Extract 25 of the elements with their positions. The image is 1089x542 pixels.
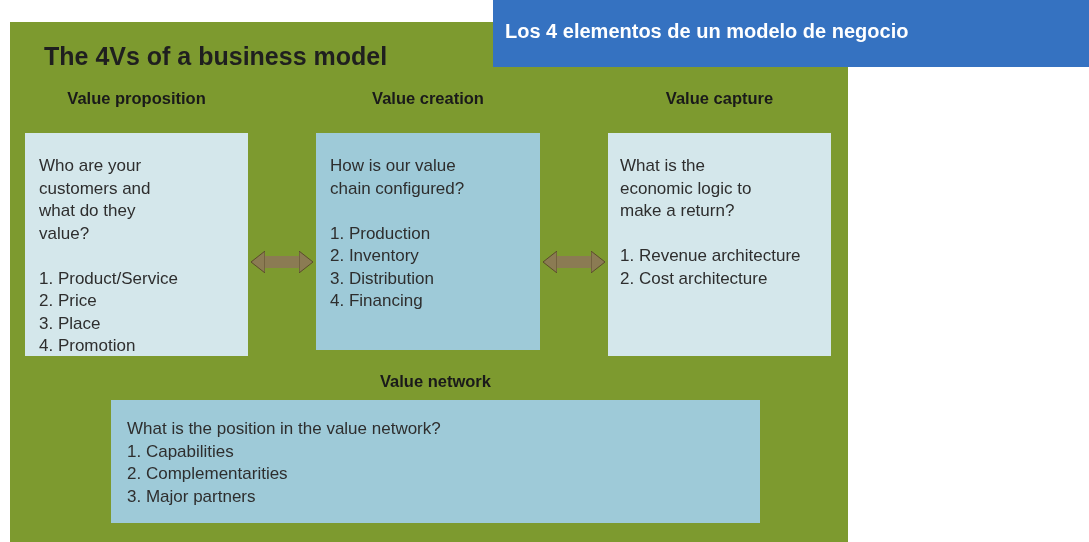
- list-item: 2. Complementarities: [127, 463, 289, 485]
- list-item: 1. Product/Service: [39, 267, 179, 290]
- question-text: What is the position in the value network?: [127, 418, 442, 440]
- list-item: 3. Place: [39, 312, 102, 335]
- list-item: 4. Promotion: [39, 335, 137, 357]
- section-heading: Value capture: [664, 88, 775, 109]
- list-item: 3. Distribution: [330, 267, 435, 290]
- list-item: 2. Inventory: [330, 245, 420, 267]
- section-heading: Value network: [379, 371, 492, 392]
- list-item: 3. Major partners: [127, 485, 257, 508]
- double-arrow: [250, 250, 314, 274]
- list-item: 1. Production: [330, 222, 432, 245]
- question-text: What is the economic logic to make a return?: [620, 155, 753, 222]
- section-heading: Value proposition: [66, 88, 207, 109]
- section-heading: Value creation: [371, 88, 485, 109]
- list-item: 1. Capabilities: [127, 440, 235, 463]
- list-item: 4. Financing: [330, 290, 424, 312]
- diagram-title: The 4Vs of a business model: [44, 42, 388, 71]
- list-item: 2. Cost architecture: [620, 267, 769, 290]
- list-item: 2. Price: [39, 290, 98, 312]
- question-text: How is our value chain configured?: [330, 155, 466, 200]
- question-text: Who are your customers and what do they value?: [39, 155, 152, 245]
- double-arrow: [542, 250, 606, 274]
- list-item: 1. Revenue architecture: [620, 245, 802, 267]
- banner-heading: Los 4 elementos de un modelo de negocio: [493, 0, 1089, 67]
